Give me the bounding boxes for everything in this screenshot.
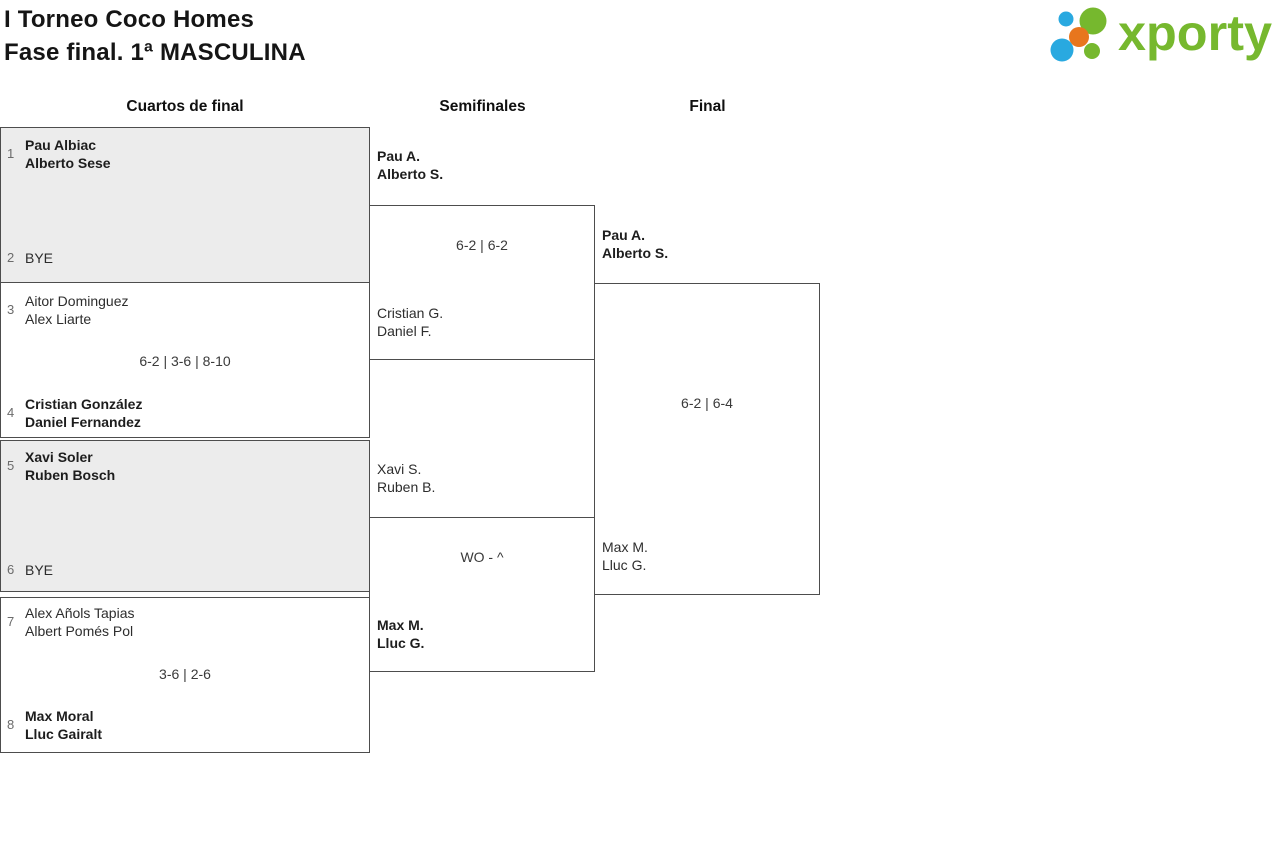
seed-number: 8 — [7, 717, 15, 732]
round-header-final: Final — [689, 98, 726, 115]
player-name: Alberto Sese — [25, 155, 111, 171]
team-name: Cristian González Daniel Fernandez — [25, 395, 142, 431]
player-name: Albert Pomés Pol — [25, 623, 134, 639]
player-name: Daniel F. — [377, 323, 432, 339]
player-name: Ruben B. — [377, 479, 436, 495]
page-title: I Torneo Coco Homes Fase final. 1ª MASCU… — [4, 3, 306, 69]
xporty-logo-graphic: xporty — [1050, 5, 1272, 62]
tournament-name: I Torneo Coco Homes — [4, 6, 255, 33]
match-quarterfinal-2[interactable] — [0, 282, 370, 438]
match-semifinal-2[interactable] — [369, 517, 595, 672]
player-name: Alex Liarte — [25, 311, 92, 327]
team-name: BYE — [25, 561, 53, 579]
player-name: Lluc Gairalt — [25, 726, 103, 742]
player-name: Aitor Dominguez — [25, 293, 129, 309]
match-score: 6-2 | 6-4 — [681, 395, 733, 411]
team-name: Cristian G. Daniel F. — [377, 304, 443, 340]
seed-number: 4 — [7, 405, 15, 420]
bye-label: BYE — [25, 562, 54, 578]
player-name: Ruben Bosch — [25, 467, 116, 483]
player-name: Lluc G. — [602, 557, 647, 573]
player-name: Alberto S. — [602, 245, 669, 261]
team-name: Xavi S. Ruben B. — [377, 460, 435, 496]
logo-dots-icon — [1050, 7, 1107, 62]
match-quarterfinal-4[interactable] — [0, 597, 370, 753]
player-name: Cristian G. — [377, 305, 444, 321]
team-name: Aitor Dominguez Alex Liarte — [25, 292, 129, 328]
team-name: Pau A. Alberto S. — [377, 147, 443, 183]
player-name: Pau Albiac — [25, 137, 97, 153]
team-name: Max M. Lluc G. — [602, 538, 648, 574]
player-name: Pau A. — [602, 227, 646, 243]
match-score: 6-2 | 6-2 — [456, 237, 508, 253]
round-header-quarterfinals: Cuartos de final — [126, 98, 244, 115]
seed-number: 5 — [7, 458, 15, 473]
xporty-logo[interactable]: xporty — [1043, 0, 1277, 74]
match-score: WO - ^ — [460, 549, 504, 565]
player-name: Cristian González — [25, 396, 143, 412]
player-name: Xavi Soler — [25, 449, 93, 465]
seed-number: 1 — [7, 146, 15, 161]
match-score: 6-2 | 3-6 | 8-10 — [139, 353, 231, 369]
match-score: 3-6 | 2-6 — [159, 666, 211, 682]
team-name: Max Moral Lluc Gairalt — [25, 707, 102, 743]
player-name: Lluc G. — [377, 635, 425, 651]
seed-number: 3 — [7, 302, 15, 317]
team-name: Pau A. Alberto S. — [602, 226, 668, 262]
team-name: BYE — [25, 249, 53, 267]
team-name: Max M. Lluc G. — [377, 616, 424, 652]
match-quarterfinal-3[interactable] — [0, 440, 370, 592]
player-name: Max Moral — [25, 708, 94, 724]
match-semifinal-1[interactable] — [369, 205, 595, 360]
seed-number: 7 — [7, 614, 15, 629]
category-subtitle: Fase final. 1ª MASCULINA — [4, 39, 306, 66]
seed-number: 2 — [7, 250, 15, 265]
player-name: Max M. — [602, 539, 648, 555]
player-name: Max M. — [377, 617, 424, 633]
round-header-semifinals: Semifinales — [439, 98, 526, 115]
bye-label: BYE — [25, 250, 54, 266]
team-name: Alex Añols Tapias Albert Pomés Pol — [25, 604, 134, 640]
logo-wordmark: xporty — [1118, 5, 1272, 61]
team-name: Pau Albiac Alberto Sese — [25, 136, 111, 172]
player-name: Daniel Fernandez — [25, 414, 141, 430]
player-name: Xavi S. — [377, 461, 422, 477]
player-name: Alberto S. — [377, 166, 444, 182]
player-name: Alex Añols Tapias — [25, 605, 135, 621]
seed-number: 6 — [7, 562, 15, 577]
player-name: Pau A. — [377, 148, 421, 164]
match-final[interactable] — [594, 283, 820, 595]
team-name: Xavi Soler Ruben Bosch — [25, 448, 115, 484]
